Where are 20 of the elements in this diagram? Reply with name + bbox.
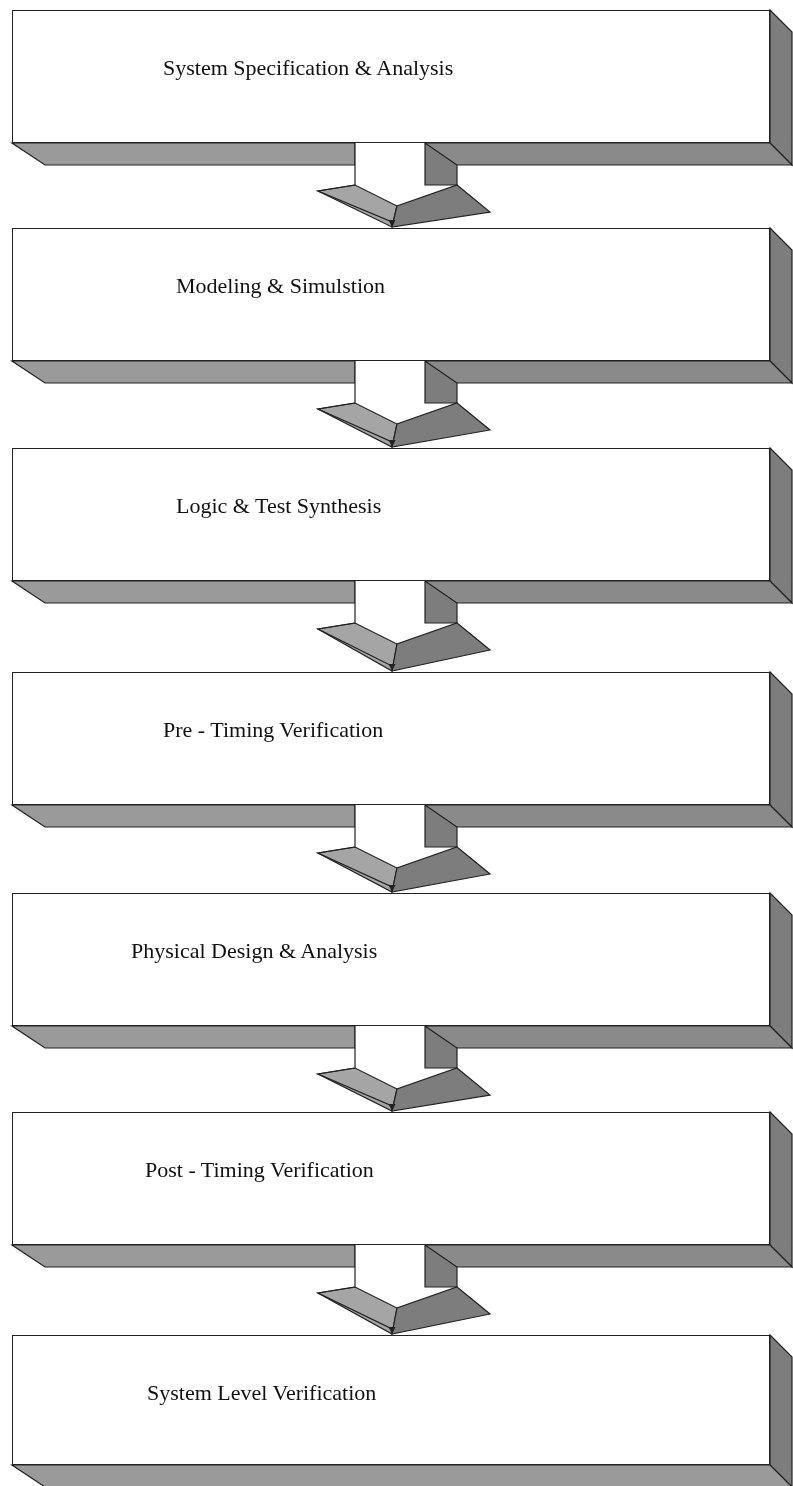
block-arrow <box>315 803 492 893</box>
process-box <box>12 10 770 143</box>
step-label: System Level Verification <box>147 1380 377 1406</box>
process-box <box>12 672 770 805</box>
step-label: System Specification & Analysis <box>163 55 454 81</box>
step-label: Physical Design & Analysis <box>131 938 378 964</box>
process-box <box>12 1112 770 1245</box>
block-arrow <box>315 1024 492 1112</box>
process-box <box>12 893 770 1026</box>
block-arrow <box>315 359 492 448</box>
step-label: Modeling & Simulstion <box>176 273 386 299</box>
step-label: Post - Timing Verification <box>145 1157 374 1183</box>
block-arrow <box>316 1243 492 1335</box>
step-label: Logic & Test Synthesis <box>176 493 382 519</box>
process-box <box>12 1335 770 1465</box>
block-arrow <box>316 579 492 672</box>
block-arrow <box>315 141 492 228</box>
process-box <box>12 228 770 361</box>
process-box <box>12 448 770 581</box>
step-label: Pre - Timing Verification <box>163 717 384 743</box>
